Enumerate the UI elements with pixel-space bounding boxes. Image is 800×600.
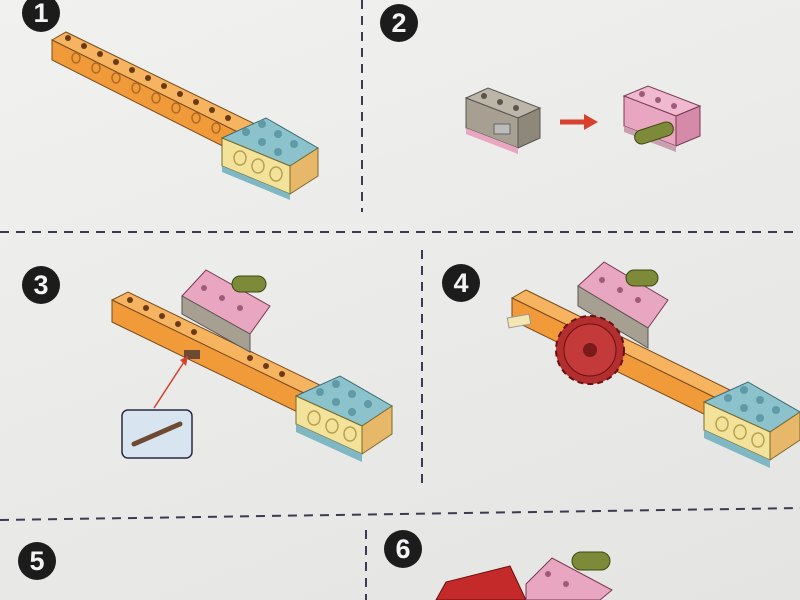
step-4-badge: 4 [442,264,480,302]
step-5-badge: 5 [18,542,56,580]
step-1-assembly [50,31,319,200]
axle-pin-icon [131,421,183,447]
step-6-badge: 6 [384,530,422,568]
step-2-assembly [464,85,702,154]
step-3-badge: 3 [22,266,60,304]
step-2-badge: 2 [380,4,418,42]
pointer-arrow-icon [153,356,188,409]
step-4-assembly [506,261,800,468]
step-1-badge: 1 [22,0,60,32]
red-arrow-icon [560,114,598,130]
step-6-assembly [435,551,613,600]
gear-icon [555,315,625,385]
step-3-assembly [110,269,393,462]
